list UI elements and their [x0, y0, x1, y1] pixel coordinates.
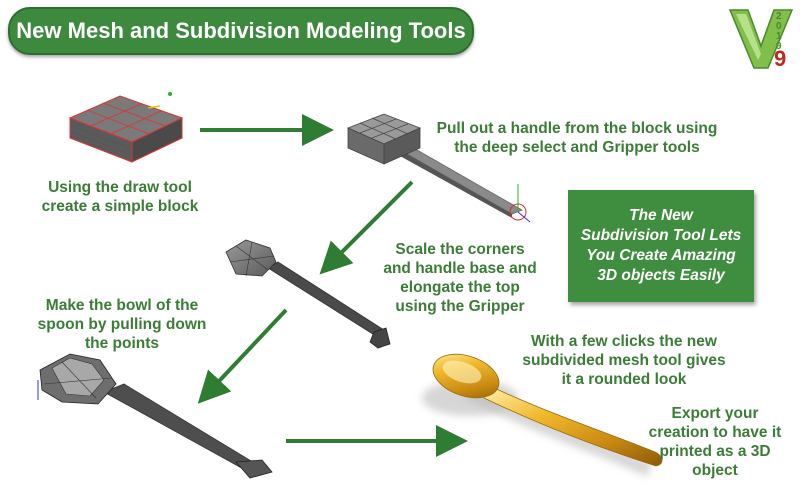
step-caption-scale-corners: Scale the corners and handle base and el…: [383, 241, 537, 315]
step-caption-pull-handle: Pull out a handle from the block using t…: [436, 120, 718, 156]
logo-version-year: 2019: [776, 11, 782, 52]
logo-v-icon: [728, 9, 794, 69]
gold-spoon-model: [422, 353, 663, 477]
product-logo: 2019 9: [728, 8, 794, 72]
block-handle-model: [346, 113, 531, 223]
page-title: New Mesh and Subdivision Modeling Tools: [8, 7, 474, 55]
flow-arrow-2: [319, 180, 414, 275]
promo-text: The New Subdivision Tool Lets You Create…: [580, 207, 742, 284]
logo-version-number: 9: [774, 46, 787, 71]
step-caption-subdivided-mesh: With a few clicks the new subdivided mes…: [522, 333, 726, 388]
spoon-bowl-model: [37, 353, 273, 479]
step-caption-draw-block: Using the draw tool create a simple bloc…: [41, 179, 199, 215]
step-caption-spoon-bowl: Make the bowl of the spoon by pulling do…: [37, 297, 207, 352]
flow-arrow-3: [197, 308, 288, 404]
spoon-blank-model: [225, 239, 391, 349]
promo-box: The New Subdivision Tool Lets You Create…: [568, 190, 754, 302]
block-model: [68, 92, 184, 163]
step-caption-export: Export your creation to have it printed …: [648, 405, 782, 479]
